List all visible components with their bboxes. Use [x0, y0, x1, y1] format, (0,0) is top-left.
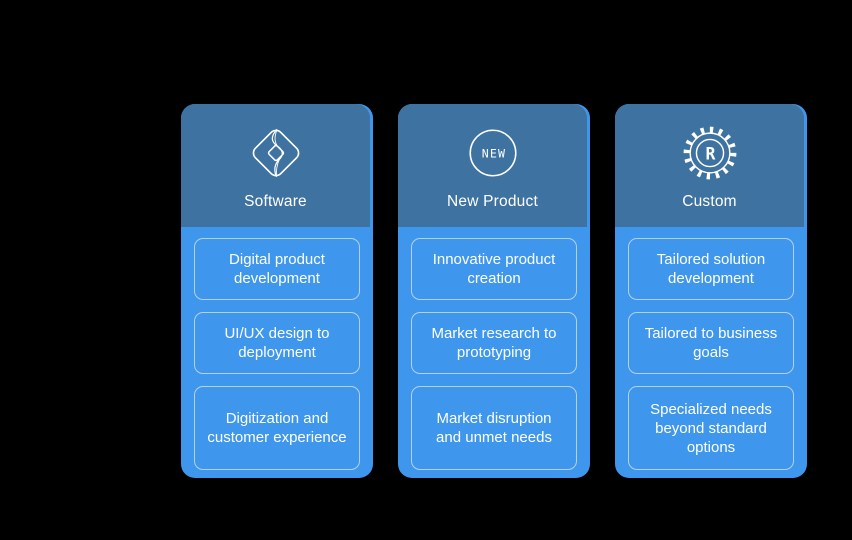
- feature-box: Tailored solution development: [628, 238, 794, 300]
- card-new-product-body: Innovative product creation Market resea…: [398, 227, 590, 470]
- feature-box: Specialized needs beyond standard option…: [628, 386, 794, 470]
- feature-box: Market disruption and unmet needs: [411, 386, 577, 470]
- card-software: Software Digital product development UI/…: [181, 104, 373, 478]
- gear-r-icon: R: [678, 121, 742, 185]
- card-custom: R Custom Tailored solution development T…: [615, 104, 807, 478]
- feature-box: Innovative product creation: [411, 238, 577, 300]
- card-custom-body: Tailored solution development Tailored t…: [615, 227, 807, 470]
- card-new-product-header: NEW New Product: [398, 104, 587, 227]
- card-new-product: NEW New Product Innovative product creat…: [398, 104, 590, 478]
- new-badge-text: NEW: [481, 146, 505, 160]
- card-software-header: Software: [181, 104, 370, 227]
- feature-box: Market research to prototyping: [411, 312, 577, 374]
- feature-box: UI/UX design to deployment: [194, 312, 360, 374]
- gear-r-letter: R: [705, 144, 715, 163]
- card-title: Custom: [682, 193, 737, 210]
- software-diamond-icon: [244, 121, 308, 185]
- new-badge-icon: NEW: [461, 121, 525, 185]
- card-title: New Product: [447, 193, 538, 210]
- card-title: Software: [244, 193, 307, 210]
- feature-box: Digitization and customer experience: [194, 386, 360, 470]
- card-custom-header: R Custom: [615, 104, 804, 227]
- card-software-body: Digital product development UI/UX design…: [181, 227, 373, 470]
- feature-box: Digital product development: [194, 238, 360, 300]
- feature-box: Tailored to business goals: [628, 312, 794, 374]
